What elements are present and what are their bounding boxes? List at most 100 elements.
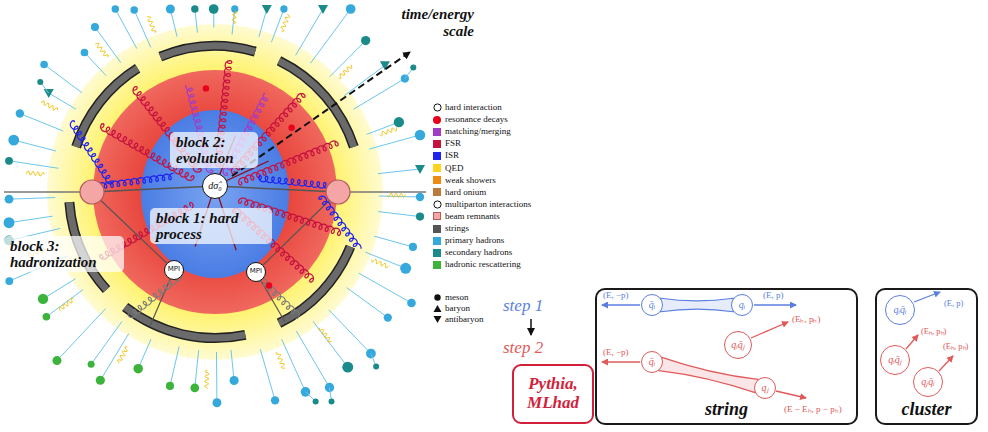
particle-track: [14, 140, 56, 151]
photon: [41, 101, 58, 110]
meson-marker: [361, 36, 370, 45]
particle-track: [100, 334, 128, 381]
particle-name: qᵢq̄ⱼ: [888, 355, 902, 365]
particle-track: [84, 52, 106, 75]
meson-marker: [5, 277, 13, 285]
string-outline: [160, 46, 255, 57]
meson-marker: [91, 23, 99, 31]
momentum-label: (E − Eₕ, p − pₕ): [784, 402, 842, 415]
legend-row: matching/merging: [433, 126, 511, 137]
particle-track: [365, 252, 405, 268]
legend-row: QED: [433, 163, 464, 174]
meson-marker: [409, 243, 417, 251]
particle-name: q̄ᵢ: [649, 357, 656, 367]
legend-swatch: [433, 128, 441, 136]
frame-title: cluster: [877, 399, 976, 420]
momentum-arrow: [914, 292, 940, 302]
momentum-arrow: [776, 391, 806, 398]
step-label: step 1: [503, 296, 543, 316]
resonance-decay: [203, 85, 209, 91]
particle-track: [369, 135, 420, 149]
photon: [59, 298, 73, 311]
step-label: step 2: [503, 338, 543, 358]
particle-name: qⱼq̄ᵢ: [921, 377, 935, 387]
meson-marker: [166, 4, 175, 13]
string-segment: [125, 307, 245, 338]
particle-track: [9, 216, 53, 222]
particle-track: [170, 347, 179, 386]
string-outline: [125, 307, 245, 338]
particle-track: [378, 169, 420, 174]
legend-row: baryon: [433, 303, 470, 314]
legend-row: FSR: [433, 138, 461, 149]
legend-row: beam remnants: [433, 211, 500, 222]
legend-text: primary hadrons: [445, 235, 504, 246]
legend-text: ISR: [445, 150, 459, 161]
photon: [372, 259, 389, 268]
legend-swatch: [433, 176, 441, 184]
legend-swatch: [433, 164, 441, 172]
meson-marker: [43, 313, 51, 321]
legend-row: ISR: [433, 150, 459, 161]
meson-marker: [416, 213, 424, 221]
meson-marker: [280, 5, 287, 12]
meson-marker: [415, 130, 425, 140]
legend-row: hadronic rescattering: [433, 259, 521, 270]
legend-row: hard interaction: [433, 102, 502, 113]
particle-circle: qᵢq̄ⱼ: [880, 345, 910, 375]
model-frame: clusterqᵢq̄ᵢqᵢq̄ⱼqⱼq̄ᵢ: [875, 288, 978, 425]
legend-text: multiparton interactions: [445, 199, 531, 210]
legend-swatch: [433, 116, 441, 124]
block-label: block 2: evolution: [170, 132, 258, 168]
particle-circle: qⱼ: [754, 377, 776, 399]
photon: [232, 11, 237, 24]
particle-name: qᵢ: [739, 300, 746, 310]
particle-circle: qᵢ: [731, 294, 753, 316]
meson-marker: [52, 356, 61, 365]
meson-marker: [166, 382, 174, 390]
meson-marker: [96, 376, 105, 385]
particle-name: MPI: [168, 266, 180, 273]
particle-track: [353, 79, 405, 110]
generator-box: Pythia, MLhad: [512, 364, 594, 424]
meson-symbol: [434, 294, 440, 300]
meson-marker: [190, 384, 199, 393]
evolution-region: [93, 70, 337, 314]
particle-track: [282, 339, 306, 392]
particle-circle: q̄ᵢ: [641, 351, 663, 373]
string-segment: [160, 46, 255, 57]
legend-text: hard interaction: [445, 102, 502, 113]
momentum-label: (Eₕ, pₕ): [943, 340, 968, 351]
particle-name: MPI: [250, 268, 262, 275]
time-scale-arrow: [232, 52, 410, 176]
legend-row: strings: [433, 223, 469, 234]
legend-text: secondary hadrons: [445, 247, 512, 258]
photon: [380, 127, 397, 135]
meson-marker: [133, 364, 143, 374]
momentum-arrow: [602, 304, 640, 305]
meson-marker: [212, 398, 221, 407]
particle-track: [260, 349, 275, 400]
parton-line: [92, 186, 215, 192]
meson-marker: [384, 313, 392, 321]
meson-marker: [130, 6, 138, 14]
particle-track: [344, 65, 385, 95]
particle-track: [138, 339, 151, 369]
legend-text: QED: [445, 163, 464, 174]
meson-marker: [313, 399, 319, 405]
particle-track: [378, 212, 420, 217]
legend-text: hard onium: [445, 187, 486, 198]
axis-label: time/energy scale: [372, 6, 474, 39]
antibaryon-marker: [262, 5, 272, 14]
legend-row: multiparton interactions: [433, 199, 531, 210]
step-arrow: [530, 319, 532, 335]
particle-track: [95, 27, 121, 63]
particle-track: [115, 9, 137, 49]
legend-symbol: [433, 315, 442, 324]
particle-track: [296, 331, 329, 388]
meson-marker: [4, 217, 15, 228]
photon: [276, 352, 285, 368]
legend-swatch: [433, 212, 441, 220]
string-tube: [659, 357, 758, 392]
particle-name: qⱼ: [762, 383, 769, 393]
